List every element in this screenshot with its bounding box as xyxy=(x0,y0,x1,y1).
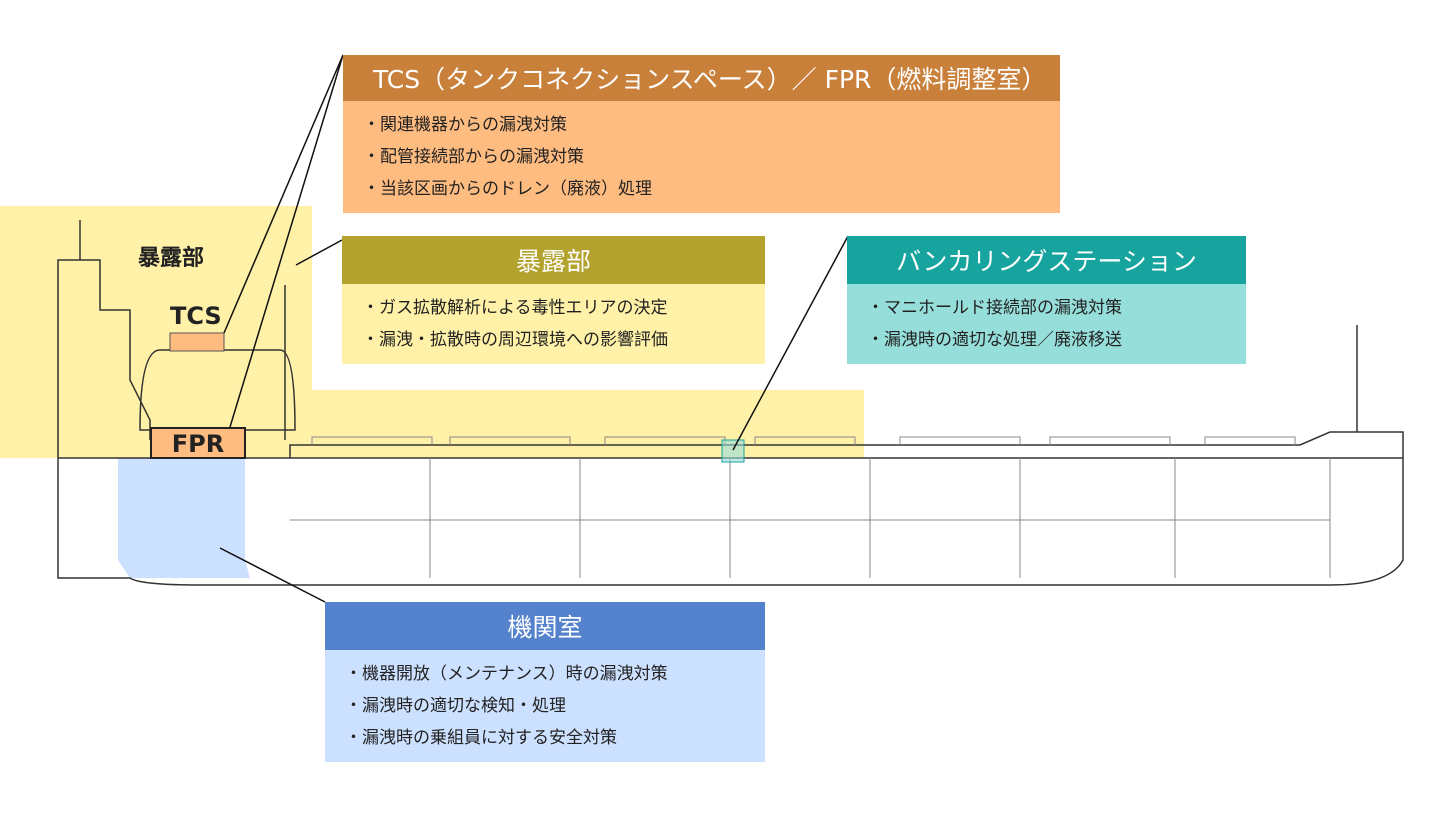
exposed-area-deck xyxy=(312,390,864,458)
exposed-box: 暴露部 ガス拡散解析による毒性エリアの決定 漏洩・拡散時の周辺環境への影響評価 xyxy=(342,236,765,364)
engine-title: 機関室 xyxy=(325,602,765,650)
exposed-item: ガス拡散解析による毒性エリアの決定 xyxy=(362,292,745,324)
fpr-label: FPR xyxy=(171,430,225,458)
bunker-station-marker xyxy=(721,439,745,463)
exposed-item: 漏洩・拡散時の周辺環境への影響評価 xyxy=(362,324,745,356)
bunker-box: バンカリングステーション マニホールド接続部の漏洩対策 漏洩時の適切な処理／廃液… xyxy=(847,236,1246,364)
tcs-label: TCS xyxy=(170,302,222,330)
engine-item: 機器開放（メンテナンス）時の漏洩対策 xyxy=(345,658,745,690)
tcs-fpr-title: TCS（タンクコネクションスペース）／ FPR（燃料調整室） xyxy=(343,55,1060,101)
engine-item: 漏洩時の適切な検知・処理 xyxy=(345,690,745,722)
exposed-area-label: 暴露部 xyxy=(138,246,205,271)
tcs-item: 当該区画からのドレン（廃液）処理 xyxy=(363,173,1040,205)
bunker-title: バンカリングステーション xyxy=(847,236,1246,284)
tcs-fpr-box: TCS（タンクコネクションスペース）／ FPR（燃料調整室） 関連機器からの漏洩… xyxy=(343,55,1060,213)
tcs-marker xyxy=(169,332,225,352)
tcs-item: 関連機器からの漏洩対策 xyxy=(363,109,1040,141)
fpr-marker xyxy=(150,427,246,459)
engine-item: 漏洩時の乗組員に対する安全対策 xyxy=(345,722,745,754)
bunker-item: マニホールド接続部の漏洩対策 xyxy=(867,292,1226,324)
bunker-item: 漏洩時の適切な処理／廃液移送 xyxy=(867,324,1226,356)
leader-lines xyxy=(219,54,849,603)
exposed-title: 暴露部 xyxy=(342,236,765,284)
engine-room-area xyxy=(118,458,250,578)
hull-structure xyxy=(290,436,1331,578)
engine-box: 機関室 機器開放（メンテナンス）時の漏洩対策 漏洩時の適切な検知・処理 漏洩時の… xyxy=(325,602,765,762)
tcs-item: 配管接続部からの漏洩対策 xyxy=(363,141,1040,173)
